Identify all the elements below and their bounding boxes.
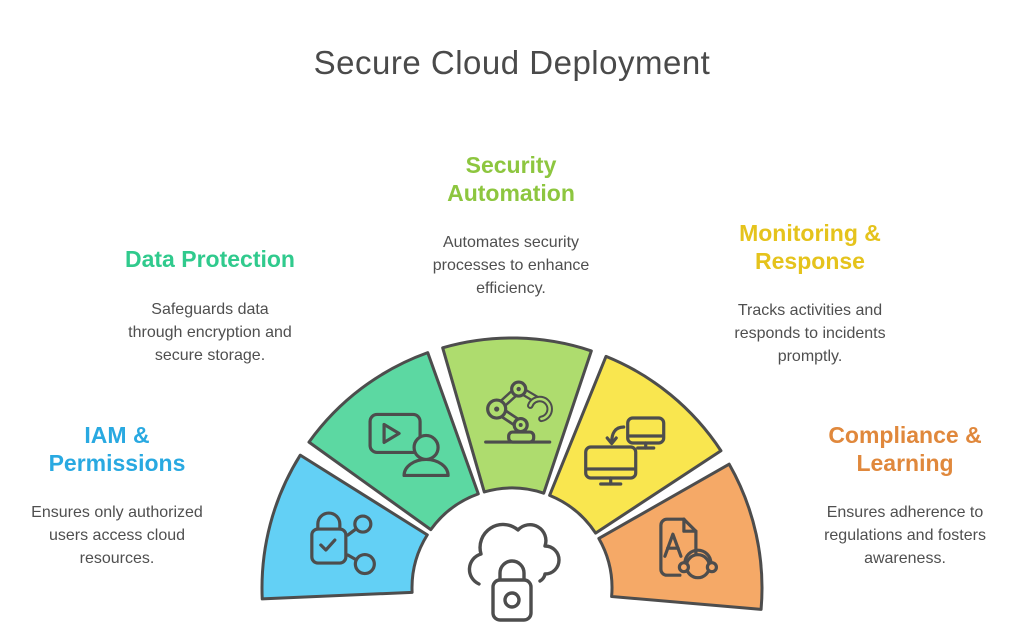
cloud-lock-icon [467,522,561,622]
section-title: IAM & Permissions [48,422,186,476]
section-description: Safeguards data through encryption and s… [128,300,292,364]
lock-share-icon [310,511,376,576]
section-label-data-protection: Data Protection Safeguards data through … [90,246,330,367]
wedge-security-automation [441,336,593,495]
wedge-compliance-learning [597,462,764,611]
wedge-data-protection [307,351,480,532]
wedge-iam-permissions [260,453,429,601]
video-user-icon [368,412,450,478]
section-description: Automates security processes to enhance … [432,234,590,298]
robot-arm-icon [484,380,553,444]
wedge-monitoring-response [548,354,723,535]
section-description: Ensures adherence to regulations and fos… [824,504,986,568]
page-title: Secure Cloud Deployment [313,44,711,81]
section-label-compliance-learning: Compliance & Learning Ensures adherence … [785,422,1024,570]
section-title: Data Protection [125,246,295,272]
section-label-monitoring-response: Monitoring & Response Tracks activities … [690,220,930,368]
section-description: Tracks activities and responds to incide… [734,302,886,366]
section-description: Ensures only authorized users access clo… [31,504,203,568]
screen-sync-icon [584,416,666,486]
section-title: Compliance & Learning [828,422,982,476]
section-title: Security Automation [447,152,575,206]
section-title: Monitoring & Response [739,220,881,274]
section-label-iam-permissions: IAM & Permissions Ensures only authorize… [0,422,237,570]
document-headset-icon [659,517,718,580]
section-label-security-automation: Security Automation Automates security p… [391,152,631,300]
